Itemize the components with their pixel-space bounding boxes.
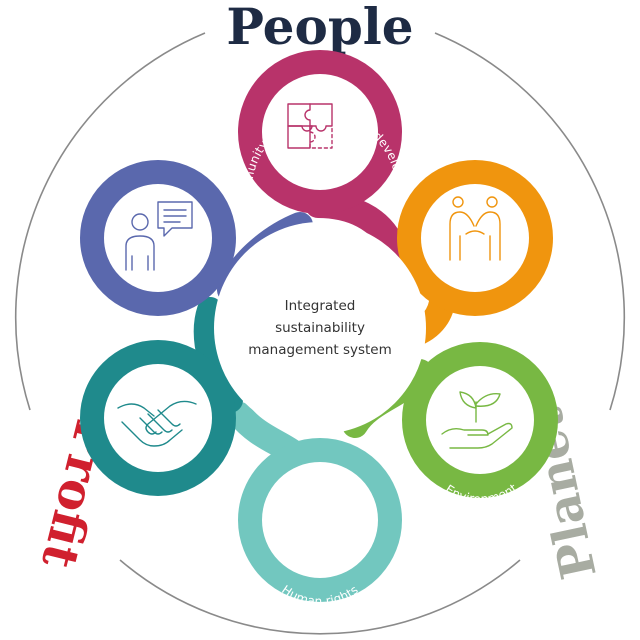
scales-icon	[285, 479, 355, 535]
puzzle-icon	[287, 103, 333, 149]
center-line-1: Integrated	[285, 298, 356, 314]
center-line-2: sustainability	[275, 320, 365, 336]
handshake-icon	[117, 400, 197, 447]
center-line-3: management system	[248, 342, 392, 358]
center-hub	[214, 222, 426, 434]
person-speech-icon	[125, 201, 193, 271]
handshake-people-icon	[449, 196, 501, 261]
petal-fair-operating[interactable]	[80, 297, 243, 496]
pillar-people: People	[226, 0, 413, 56]
petal-community[interactable]	[238, 50, 408, 268]
outer-ring	[14, 32, 626, 635]
petal-human-rights[interactable]	[227, 402, 402, 602]
plant-in-hand-icon	[441, 391, 513, 449]
petal-labour[interactable]	[397, 160, 553, 348]
